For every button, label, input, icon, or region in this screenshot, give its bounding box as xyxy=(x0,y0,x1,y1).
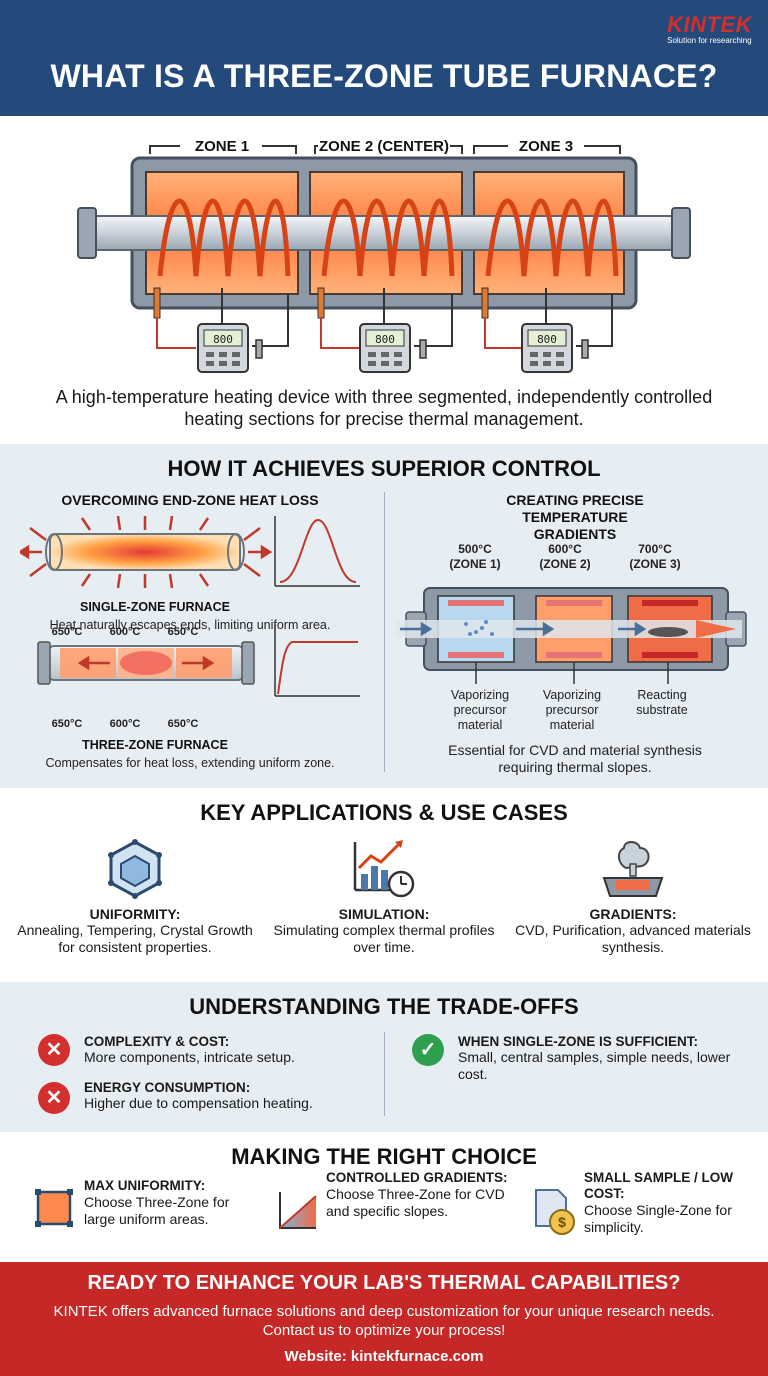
gradients-heading: GRADIENTS: xyxy=(589,906,677,922)
gradients-text: CVD, Purification, advanced materials sy… xyxy=(515,922,751,955)
choice-title: MAKING THE RIGHT CHOICE xyxy=(231,1144,537,1169)
end-zone-heat-loss-diagram xyxy=(20,516,360,697)
heating-coils xyxy=(157,198,619,277)
zone-label-3: ZONE 3 xyxy=(519,138,573,155)
controlled-gradients-text: Choose Three-Zone for CVD and specific s… xyxy=(326,1186,505,1219)
complexity-text: More components, intricate setup. xyxy=(84,1049,295,1065)
energy-text: Higher due to compensation heating. xyxy=(84,1095,313,1111)
temperature-gradient-diagram xyxy=(396,587,747,684)
document-coin-icon: $ xyxy=(535,1189,575,1235)
single-zone-description: Heat naturally escapes ends, limiting un… xyxy=(49,618,331,632)
simulation-text: Simulating complex thermal profiles over… xyxy=(273,922,495,955)
chart-clock-icon xyxy=(353,840,415,898)
svg-text:$: $ xyxy=(558,1214,566,1230)
complexity-heading: COMPLEXITY & COST: xyxy=(84,1034,230,1049)
cta-text: KINTEK offers advanced furnace solutions… xyxy=(53,1303,715,1339)
three-zone-temp-bottom-3: 650°C xyxy=(167,718,199,730)
single-zone-heading: WHEN SINGLE-ZONE IS SUFFICIENT: xyxy=(458,1034,699,1049)
three-zone-temp-top-3: 650°C xyxy=(167,626,199,638)
application-uniformity: UNIFORMITY: Annealing, Tempering, Crysta… xyxy=(10,838,260,956)
gradient-zone-3: (ZONE 3) xyxy=(629,557,681,571)
max-uniformity-text: Choose Three-Zone for large uniform area… xyxy=(84,1194,230,1227)
website-link[interactable]: Website: kintekfurnace.com xyxy=(284,1348,484,1365)
gradient-slope-icon xyxy=(279,1192,317,1229)
applications-section: KEY APPLICATIONS & USE CASES UNIFORMITY:… xyxy=(0,788,768,982)
control-title: HOW IT ACHIEVES SUPERIOR CONTROL xyxy=(167,456,601,481)
gradient-caption-2: Vaporizing precursor material xyxy=(542,688,602,732)
crystal-cube-icon xyxy=(108,839,162,899)
max-uniformity-heading: MAX UNIFORMITY: xyxy=(84,1178,206,1193)
gradient-temp-2: 600°C xyxy=(548,542,582,556)
control-section: HOW IT ACHIEVES SUPERIOR CONTROL OVERCOM… xyxy=(0,444,768,788)
section-divider xyxy=(384,492,385,772)
tradeoff-energy: ENERGY CONSUMPTION: Higher due to compen… xyxy=(84,1080,374,1112)
temperature-controller-1: 800 xyxy=(197,323,249,373)
gradient-zone-2: (ZONE 2) xyxy=(539,557,591,571)
choice-section: MAKING THE RIGHT CHOICE MAX UNIFORMITY: … xyxy=(0,1132,768,1262)
logo-tagline: Solution for researching xyxy=(667,36,752,45)
three-zone-temp-top-2: 600°C xyxy=(109,626,141,638)
controlled-gradients-heading: CONTROLLED GRADIENTS: xyxy=(326,1170,508,1185)
gradient-caption-3: Reacting substrate xyxy=(636,688,688,717)
gradients-title: CREATING PRECISE TEMPERATURE GRADIENTS xyxy=(506,492,644,542)
simulation-heading: SIMULATION: xyxy=(338,906,430,922)
header: KINTEK Solution for researching WHAT IS … xyxy=(0,0,768,116)
choice-controlled-gradients: CONTROLLED GRADIENTS: Choose Three-Zone … xyxy=(326,1170,516,1220)
temperature-controller-2: 800 xyxy=(359,323,411,373)
small-sample-heading: SMALL SAMPLE / LOW COST: xyxy=(584,1170,733,1201)
tradeoff-complexity: COMPLEXITY & COST: More components, intr… xyxy=(84,1034,374,1066)
uniformity-text: Annealing, Tempering, Crystal Growth for… xyxy=(17,922,253,955)
gradient-temp-1: 500°C xyxy=(458,542,492,556)
cta-banner: READY TO ENHANCE YOUR LAB'S THERMAL CAPA… xyxy=(0,1262,768,1376)
kintek-logo: KINTEK Solution for researching xyxy=(667,12,752,45)
tradeoffs-section: UNDERSTANDING THE TRADE-OFFS ✕ COMPLEXIT… xyxy=(0,982,768,1132)
single-zone-text: Small, central samples, simple needs, lo… xyxy=(458,1049,731,1082)
uniform-square-icon xyxy=(35,1189,73,1227)
svg-text:800: 800 xyxy=(537,333,557,346)
tradeoff-single-zone: WHEN SINGLE-ZONE IS SUFFICIENT: Small, c… xyxy=(458,1034,758,1083)
zone-label-1: ZONE 1 xyxy=(195,138,249,155)
three-zone-temp-bottom-1: 650°C xyxy=(51,718,83,730)
svg-text:800: 800 xyxy=(375,333,395,346)
gradient-caption-1: Vaporizing precursor material xyxy=(450,688,510,732)
hero-section: ZONE 1 ZONE 2 (CENTER) ZONE 3 xyxy=(0,116,768,444)
svg-text:800: 800 xyxy=(213,333,233,346)
applications-title: KEY APPLICATIONS & USE CASES xyxy=(200,800,568,825)
cross-icon: ✕ xyxy=(38,1034,70,1066)
tradeoffs-title: UNDERSTANDING THE TRADE-OFFS xyxy=(189,994,579,1019)
choice-small-sample: SMALL SAMPLE / LOW COST: Choose Single-Z… xyxy=(584,1170,764,1236)
three-zone-temp-bottom-2: 600°C xyxy=(109,718,141,730)
three-zone-temp-top-1: 650°C xyxy=(51,626,83,638)
temperature-controller-3: 800 xyxy=(521,323,573,373)
check-icon: ✓ xyxy=(412,1034,444,1066)
three-zone-label: THREE-ZONE FURNACE xyxy=(82,738,228,752)
gradient-zone-1: (ZONE 1) xyxy=(449,557,501,571)
choice-max-uniformity: MAX UNIFORMITY: Choose Three-Zone for la… xyxy=(84,1178,264,1228)
three-zone-description: Compensates for heat loss, extending uni… xyxy=(45,756,335,770)
cta-title: READY TO ENHANCE YOUR LAB'S THERMAL CAPA… xyxy=(87,1272,681,1294)
uniformity-heading: UNIFORMITY: xyxy=(89,906,181,922)
application-simulation: SIMULATION: Simulating complex thermal p… xyxy=(259,838,509,956)
cross-icon: ✕ xyxy=(38,1082,70,1114)
single-zone-label: SINGLE-ZONE FURNACE xyxy=(80,600,230,614)
application-gradients: GRADIENTS: CVD, Purification, advanced m… xyxy=(508,838,758,956)
tradeoffs-divider xyxy=(384,1032,385,1116)
three-zone-furnace-diagram: ZONE 1 ZONE 2 (CENTER) ZONE 3 xyxy=(77,138,691,373)
logo-brand: KINTEK xyxy=(667,12,752,37)
energy-heading: ENERGY CONSUMPTION: xyxy=(84,1080,251,1095)
furnace-description: A high-temperature heating device with t… xyxy=(55,387,713,429)
small-sample-text: Choose Single-Zone for simplicity. xyxy=(584,1202,732,1235)
heat-loss-title: OVERCOMING END-ZONE HEAT LOSS xyxy=(61,492,319,508)
vapor-deposition-icon xyxy=(602,841,664,897)
zone-label-2: ZONE 2 (CENTER) xyxy=(319,138,449,155)
gradient-temp-3: 700°C xyxy=(638,542,672,556)
page-title: WHAT IS A THREE-ZONE TUBE FURNACE? xyxy=(50,58,718,94)
gradient-description: Essential for CVD and material synthesis… xyxy=(448,742,702,775)
